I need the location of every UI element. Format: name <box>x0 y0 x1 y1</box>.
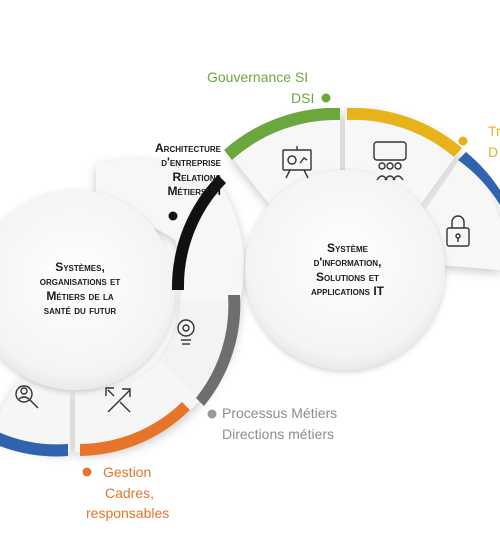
systeme-information-label: Système d'information, Solutions et appl… <box>311 241 384 299</box>
black-band <box>171 175 226 290</box>
meeting-group-icon <box>373 141 407 181</box>
grey-dot <box>207 409 217 419</box>
presentation-chart-icon <box>282 146 312 179</box>
yellow-dot <box>458 136 468 146</box>
orange-band <box>80 402 190 456</box>
orange-dot <box>82 467 92 477</box>
gouvernance-si-label: Gouvernance SI <box>207 69 309 85</box>
arrows-icon <box>105 387 131 413</box>
black-dot <box>168 211 178 221</box>
padlock-icon <box>446 215 470 247</box>
processus-label: Processus Métiers <box>222 405 338 421</box>
dsi-label: DSI <box>291 90 315 106</box>
systemes-label: Systèmes, organisations et Métiers de la… <box>39 260 121 318</box>
gestion-label: Gestion <box>103 464 152 480</box>
cadres-label: Cadres, <box>105 485 155 501</box>
architecture-label: Architecture d'entreprise Relations Méti… <box>155 141 221 199</box>
person-search-icon <box>15 385 39 409</box>
green-band <box>224 107 340 160</box>
grey-band <box>196 295 241 406</box>
blue-band-left <box>0 432 68 457</box>
blue-band-right <box>458 152 500 205</box>
green-dot <box>321 93 331 103</box>
yellow-band <box>347 107 462 157</box>
directions-label: Directions métiers <box>222 426 335 442</box>
left-disc <box>0 190 175 390</box>
gear-bulb-icon <box>177 319 195 345</box>
d-label: D <box>488 144 499 160</box>
right-disc <box>245 170 445 370</box>
tr-label: Tr <box>488 123 500 139</box>
responsables-label: responsables <box>86 505 170 521</box>
